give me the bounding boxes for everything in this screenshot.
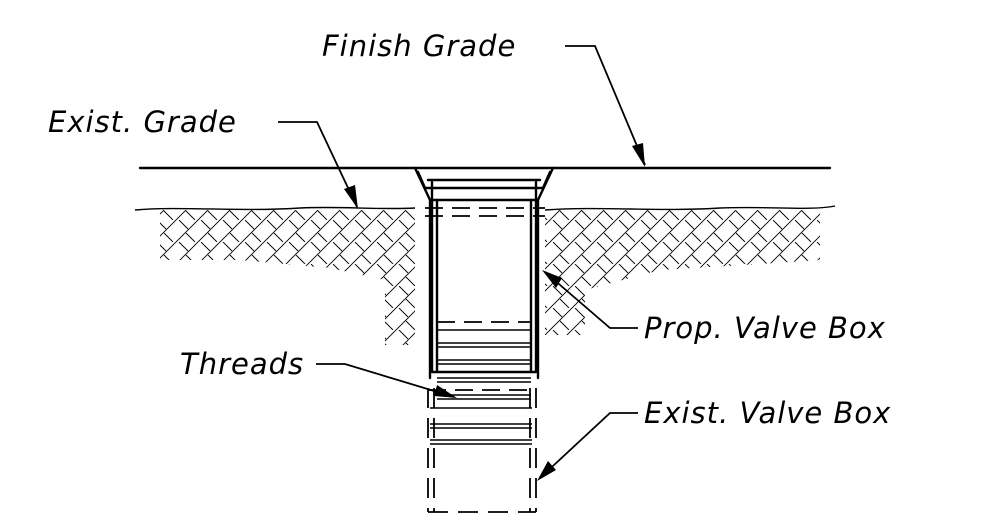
threads-lines (437, 329, 531, 400)
exist-valve-box-arrow (537, 461, 556, 481)
threads-leader (316, 363, 455, 398)
exist-grade-label: Exist. Grade (48, 105, 237, 139)
finish-grade-arrow (632, 143, 645, 167)
exist-grade-leader (278, 121, 358, 208)
threads-label: Threads (180, 347, 304, 381)
prop-valve-box-lid-fill (416, 170, 552, 190)
soil-hatch (160, 210, 820, 345)
exist-valve-box-leader (539, 412, 638, 479)
exist-valve-box-outline (427, 388, 537, 513)
finish-grade-label: Finish Grade (322, 29, 516, 63)
existing-grade-line (134, 205, 836, 211)
prop-valve-box-lid (413, 166, 555, 380)
exist-grade-arrow (344, 185, 358, 209)
prop-valve-box-body (430, 198, 538, 374)
threads-arrow (434, 385, 457, 398)
exist-valve-box-threads (430, 407, 532, 445)
prop-valve-box-leader (544, 271, 638, 329)
exist-valve-box-label: Exist. Valve Box (644, 396, 891, 430)
prop-valve-box-label: Prop. Valve Box (644, 311, 886, 345)
finish-grade-leader (565, 45, 646, 166)
prop-valve-box-arrow (542, 270, 562, 288)
